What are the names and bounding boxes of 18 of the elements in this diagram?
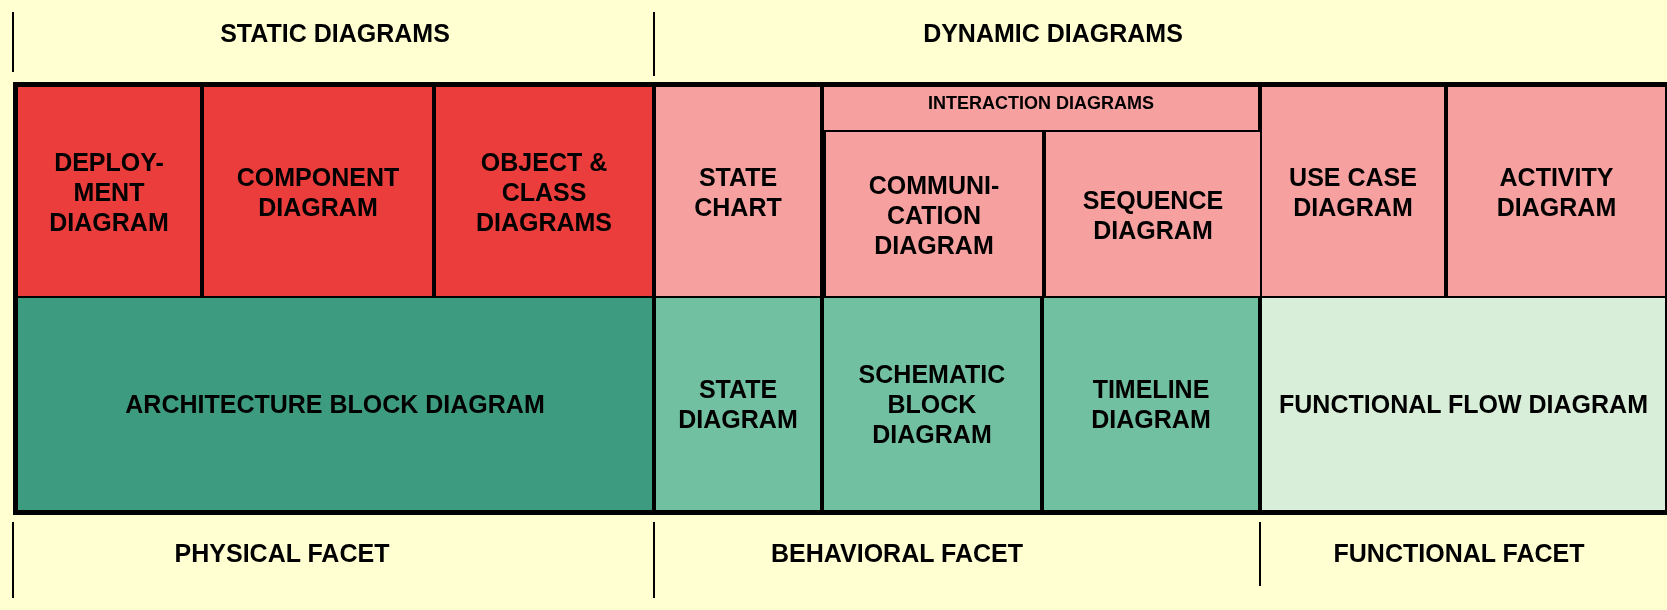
diagram-type-panel: USE CASE DIAGRAM	[1260, 85, 1446, 298]
diagram-type-panel: STATE CHART	[654, 85, 822, 298]
group-panel	[822, 85, 1260, 298]
diagram-type-panel: ARCHITECTURE BLOCK DIAGRAM	[16, 296, 654, 512]
diagram-type-panel: OBJECT & CLASS DIAGRAMS	[434, 85, 654, 298]
diagram-type-panel: FUNCTIONAL FLOW DIAGRAM	[1260, 296, 1667, 512]
column-heading: STATIC DIAGRAMS	[219, 18, 451, 49]
column-heading: DYNAMIC DIAGRAMS	[922, 18, 1184, 49]
diagram-type-panel: STATE DIAGRAM	[654, 296, 822, 512]
facet-label: FUNCTIONAL FACET	[1332, 538, 1586, 569]
diagram-type-panel: SCHEMATIC BLOCK DIAGRAM	[822, 296, 1042, 512]
diagram-type-panel: TIMELINE DIAGRAM	[1042, 296, 1260, 512]
diagram-type-panel: COMPONENT DIAGRAM	[202, 85, 434, 298]
diagram-type-panel: DEPLOY- MENT DIAGRAM	[16, 85, 202, 298]
group-title: INTERACTION DIAGRAMS	[928, 93, 1154, 115]
facet-label: PHYSICAL FACET	[173, 538, 391, 569]
facet-label: BEHAVIORAL FACET	[770, 538, 1024, 569]
diagram-type-panel: ACTIVITY DIAGRAM	[1446, 85, 1667, 298]
